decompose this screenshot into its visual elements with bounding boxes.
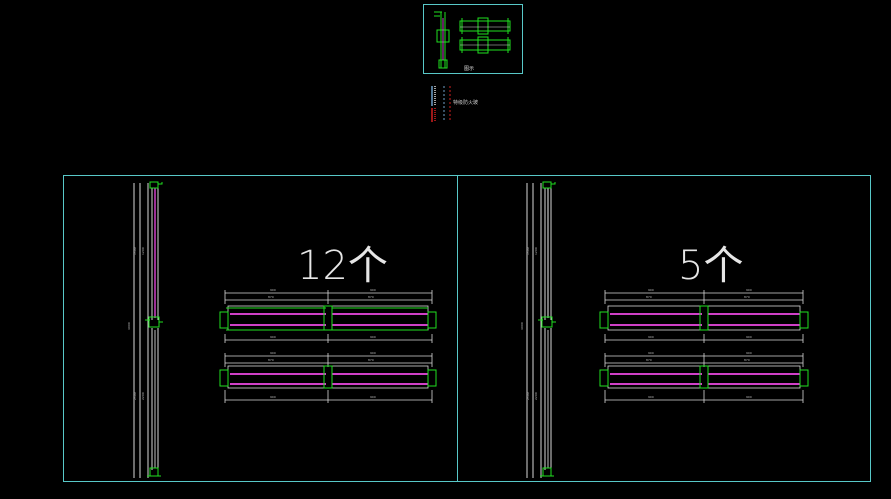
svg-text:870: 870 xyxy=(268,295,274,299)
window-plan-left-bottom: 900 900 870 870 900 900 xyxy=(219,351,437,403)
svg-text:2200: 2200 xyxy=(534,392,538,400)
svg-text:2500: 2500 xyxy=(133,392,137,400)
svg-text:870: 870 xyxy=(646,358,652,362)
svg-text:900: 900 xyxy=(270,395,276,399)
count-label-left: 12个 xyxy=(297,243,388,289)
sheet-left: 1500 4000 2500 1200 2200 12个 xyxy=(127,181,437,478)
vertical-section-left: 1500 4000 2500 1200 2200 xyxy=(127,181,163,478)
legend-note: 特级防火玻 xyxy=(453,99,478,106)
outer-frame xyxy=(63,175,871,482)
svg-text:900: 900 xyxy=(746,351,752,355)
thumbnail-caption: 图示 xyxy=(464,66,474,72)
svg-text:900: 900 xyxy=(370,395,376,399)
svg-text:900: 900 xyxy=(370,288,376,292)
thumbnail-horizontal-profiles xyxy=(459,17,511,54)
svg-text:900: 900 xyxy=(370,351,376,355)
svg-text:900: 900 xyxy=(648,288,654,292)
svg-text:900: 900 xyxy=(370,335,376,339)
sheet-right: 1500 4000 2500 1200 2200 5个 xyxy=(520,181,809,478)
svg-text:900: 900 xyxy=(270,335,276,339)
svg-text:2500: 2500 xyxy=(526,392,530,400)
thumbnail-vertical-profile xyxy=(434,11,450,69)
svg-text:870: 870 xyxy=(646,295,652,299)
sheet-frame xyxy=(63,175,871,482)
svg-text:900: 900 xyxy=(746,335,752,339)
window-plan-right-bottom: 900 900 870 870 900 900 xyxy=(599,351,809,403)
svg-text:870: 870 xyxy=(744,358,750,362)
svg-text:900: 900 xyxy=(270,288,276,292)
svg-text:4000: 4000 xyxy=(520,322,524,330)
svg-text:1500: 1500 xyxy=(133,247,137,255)
svg-text:1200: 1200 xyxy=(534,247,538,255)
svg-text:870: 870 xyxy=(368,295,374,299)
thumbnail-frame xyxy=(423,4,523,74)
svg-text:900: 900 xyxy=(746,395,752,399)
svg-text:900: 900 xyxy=(648,395,654,399)
svg-text:4000: 4000 xyxy=(127,322,131,330)
legend: 特级防火玻 xyxy=(431,86,478,122)
window-plan-left-top: 900 900 870 870 900 900 xyxy=(219,288,437,343)
svg-text:900: 900 xyxy=(648,335,654,339)
window-plan-right-top: 900 900 870 870 900 900 xyxy=(599,288,809,343)
svg-text:900: 900 xyxy=(746,288,752,292)
thumbnail-detail: 图示 xyxy=(423,4,523,74)
svg-text:900: 900 xyxy=(270,351,276,355)
svg-text:2200: 2200 xyxy=(141,392,145,400)
svg-text:870: 870 xyxy=(368,358,374,362)
vertical-section-right: 1500 4000 2500 1200 2200 xyxy=(520,181,556,478)
svg-text:1500: 1500 xyxy=(526,247,530,255)
svg-text:870: 870 xyxy=(744,295,750,299)
svg-text:870: 870 xyxy=(268,358,274,362)
svg-text:900: 900 xyxy=(648,351,654,355)
svg-text:1200: 1200 xyxy=(141,247,145,255)
count-label-right: 5个 xyxy=(678,243,743,289)
